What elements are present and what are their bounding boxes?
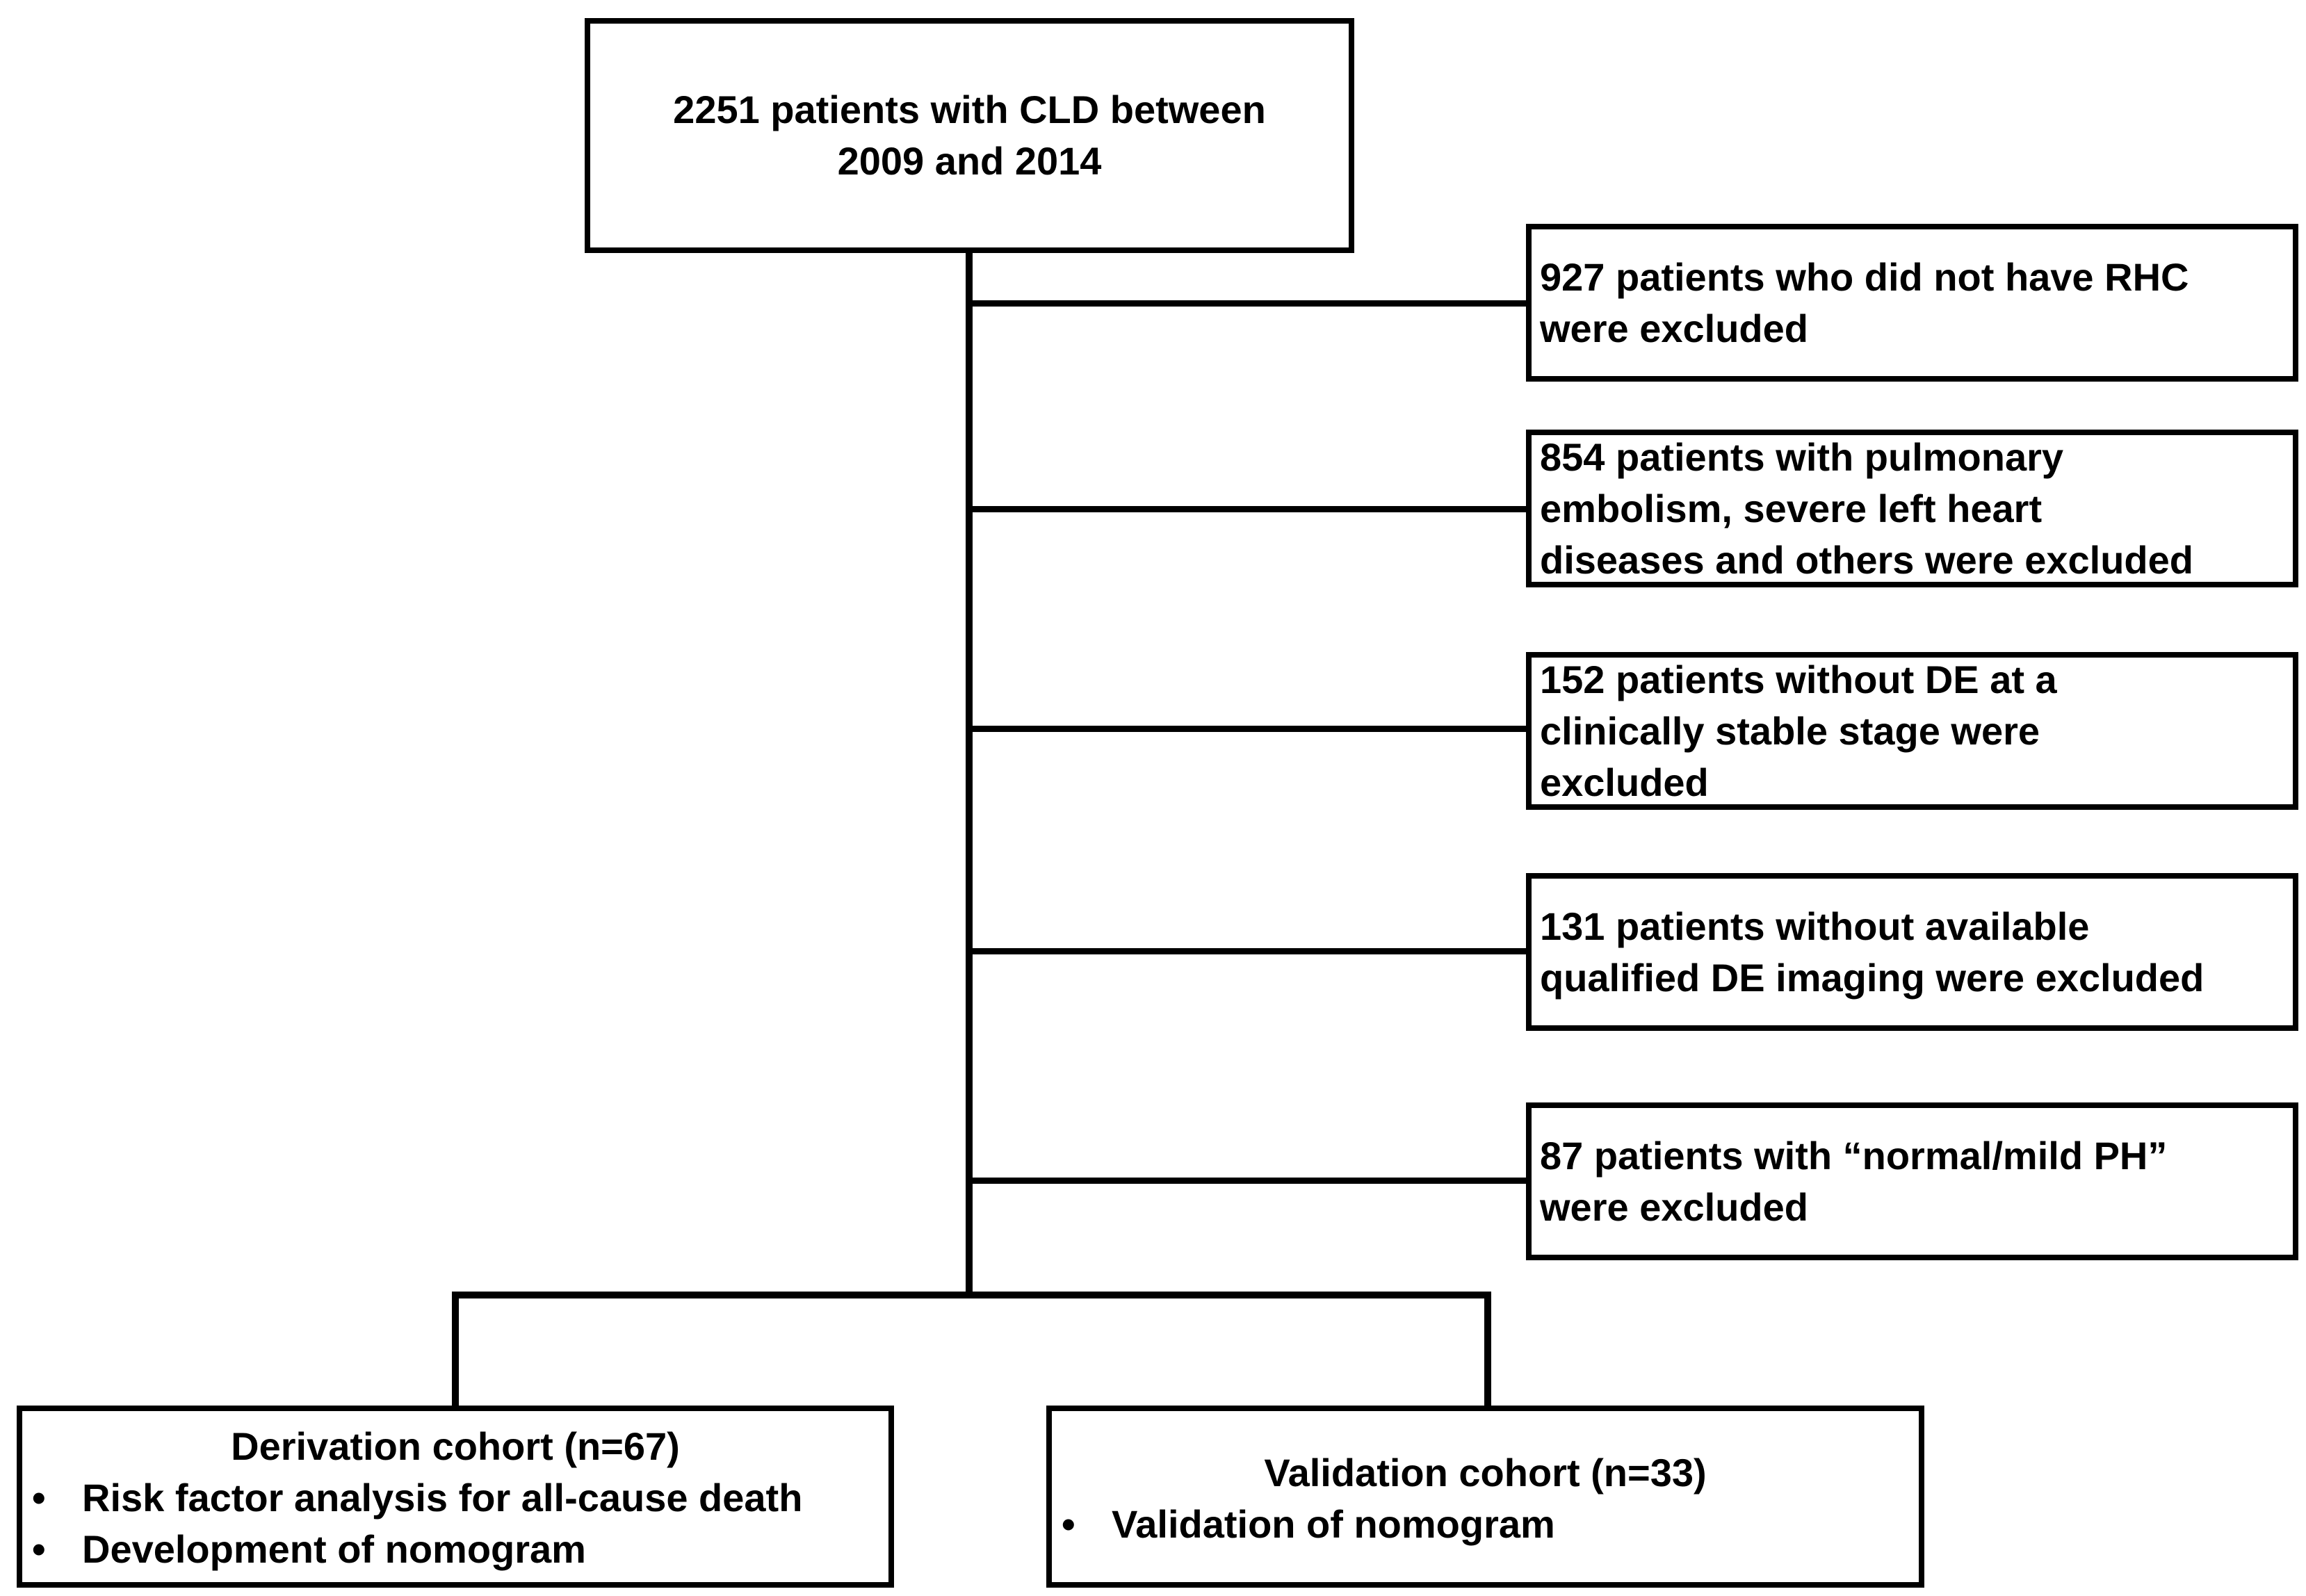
validation-cohort-title: Validation cohort (n=33) bbox=[1264, 1451, 1707, 1495]
main-trunk-line bbox=[966, 247, 973, 1297]
derivation-list-item: • Development of nomogram bbox=[22, 1524, 888, 1575]
branch-line-2 bbox=[966, 506, 1532, 512]
derivation-list-item: • Risk factor analysis for all-cause dea… bbox=[22, 1472, 888, 1524]
exclusion-box-2: 854 patients with pulmonary embolism, se… bbox=[1526, 430, 2298, 587]
exclusion-text-1: 927 patients who did not have RHC were e… bbox=[1540, 254, 2189, 350]
validation-cohort-list: • Validation of nomogram bbox=[1052, 1499, 1919, 1550]
split-left-drop-line bbox=[452, 1292, 459, 1407]
derivation-cohort-title: Derivation cohort (n=67) bbox=[231, 1424, 680, 1468]
bullet-icon: • bbox=[32, 1527, 46, 1571]
branch-line-3 bbox=[966, 726, 1532, 732]
bullet-icon: • bbox=[1062, 1502, 1075, 1546]
exclusion-box-1: 927 patients who did not have RHC were e… bbox=[1526, 224, 2298, 382]
bullet-icon: • bbox=[32, 1476, 46, 1520]
validation-list-item: • Validation of nomogram bbox=[1052, 1499, 1919, 1550]
exclusion-text-5: 87 patients with “normal/mild PH” were e… bbox=[1540, 1133, 2168, 1229]
validation-item-text: Validation of nomogram bbox=[1112, 1502, 1555, 1546]
branch-line-5 bbox=[966, 1178, 1532, 1184]
exclusion-box-5: 87 patients with “normal/mild PH” were e… bbox=[1526, 1102, 2298, 1260]
branch-line-4 bbox=[966, 948, 1532, 954]
branch-line-1 bbox=[966, 300, 1532, 307]
exclusion-text-2: 854 patients with pulmonary embolism, se… bbox=[1540, 434, 2193, 582]
split-right-drop-line bbox=[1484, 1292, 1491, 1407]
initial-cohort-text: 2251 patients with CLD between 2009 and … bbox=[673, 88, 1266, 183]
initial-cohort-box: 2251 patients with CLD between 2009 and … bbox=[585, 18, 1354, 253]
exclusion-text-3: 152 patients without DE at a clinically … bbox=[1540, 657, 2057, 804]
exclusion-box-3: 152 patients without DE at a clinically … bbox=[1526, 652, 2298, 810]
exclusion-box-4: 131 patients without available qualified… bbox=[1526, 873, 2298, 1031]
validation-cohort-box: Validation cohort (n=33) • Validation of… bbox=[1046, 1406, 1924, 1588]
derivation-cohort-list: • Risk factor analysis for all-cause dea… bbox=[22, 1472, 888, 1575]
exclusion-text-4: 131 patients without available qualified… bbox=[1540, 904, 2204, 1000]
derivation-item-text: Development of nomogram bbox=[82, 1527, 586, 1571]
split-horizontal-line bbox=[452, 1292, 1491, 1298]
derivation-item-text: Risk factor analysis for all-cause death bbox=[82, 1476, 803, 1520]
derivation-cohort-box: Derivation cohort (n=67) • Risk factor a… bbox=[17, 1406, 894, 1588]
